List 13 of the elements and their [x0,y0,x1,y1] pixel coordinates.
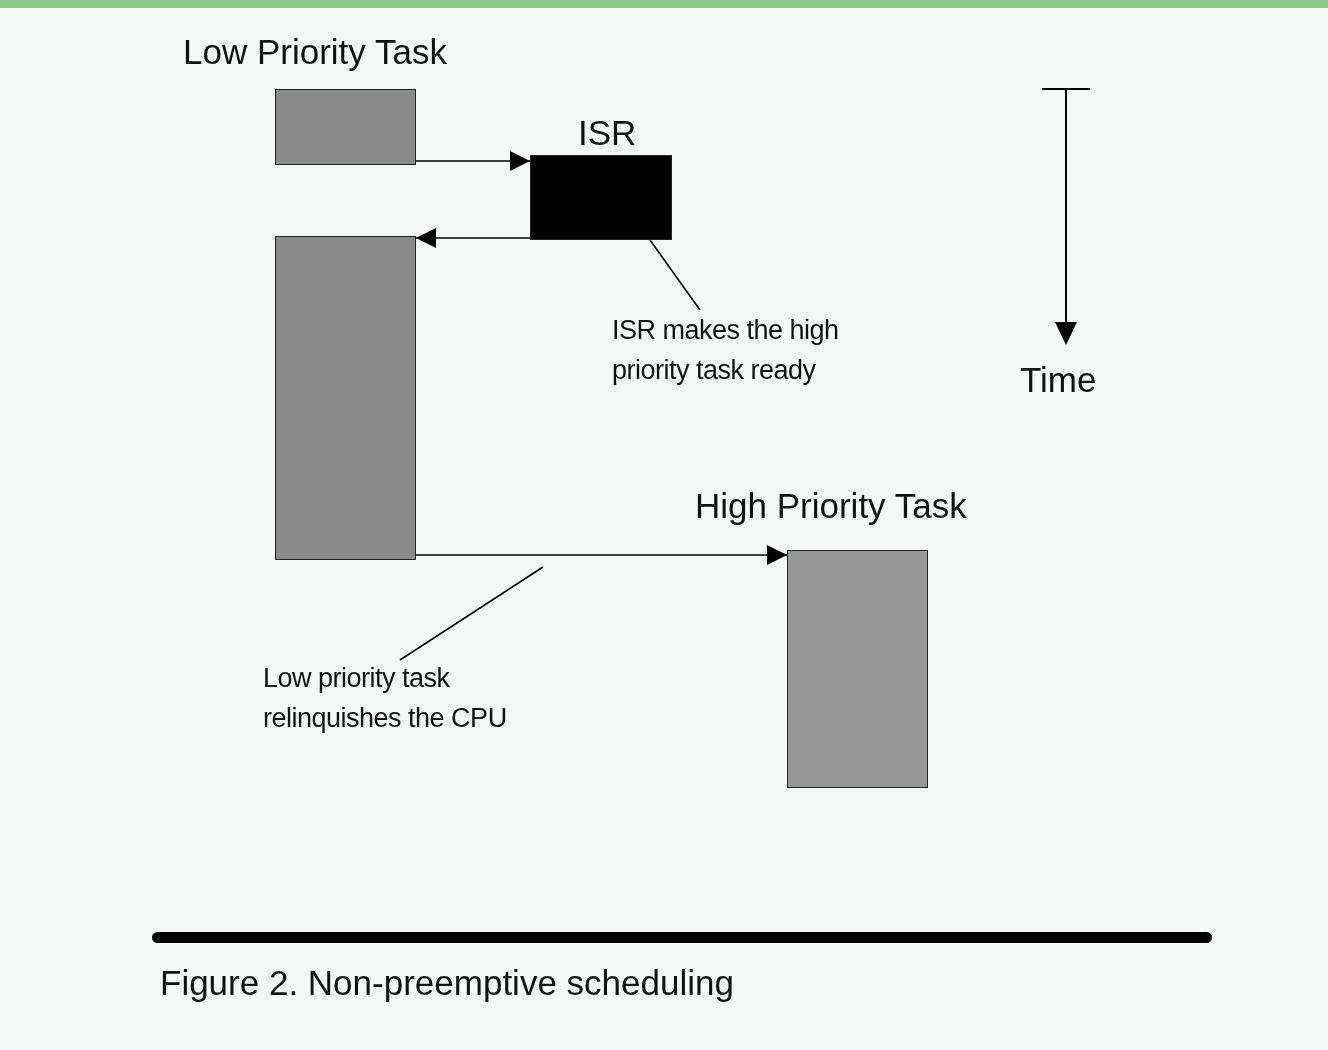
arrow [415,228,531,248]
task-block [275,236,416,560]
leader-line [649,239,701,311]
leader-line [399,566,544,661]
block-heading: High Priority Task [695,486,967,526]
block-heading: Low Priority Task [183,32,447,72]
annotation-text: Low priority task relinquishes the CPU [263,658,573,738]
axis-label: Time [1020,360,1097,400]
block-heading: ISR [578,113,637,153]
arrow [415,545,788,565]
arrow [415,151,531,171]
annotation-text: ISR makes the high priority task ready [612,310,902,390]
figure-caption: Figure 2. Non-preemptive scheduling [160,963,734,1003]
